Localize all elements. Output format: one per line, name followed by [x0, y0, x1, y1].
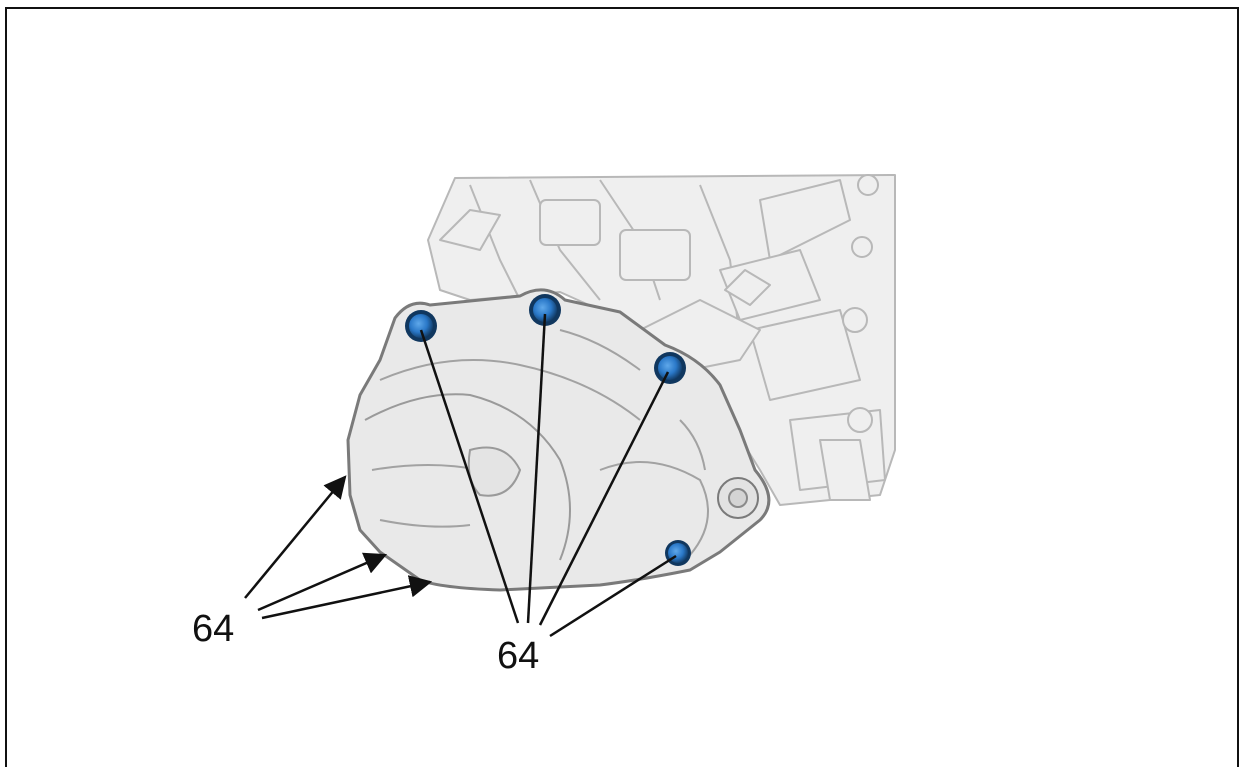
bolt-3: [654, 352, 686, 384]
leader-arrow-1: [244, 475, 347, 599]
leader-bolt-4: [549, 554, 677, 638]
transmission-case: [427, 174, 896, 506]
leader-bolt-3: [538, 371, 670, 626]
leader-arrow-2: [257, 552, 388, 612]
bolt-1: [405, 310, 437, 342]
bolt-2: [529, 294, 561, 326]
leader-bolt-1: [419, 329, 520, 624]
leader-lines-left: [244, 475, 433, 620]
leader-arrow-3: [261, 575, 433, 620]
leader-bolt-2: [526, 313, 547, 624]
callout-label-left: 64: [192, 608, 235, 650]
bolt-4: [665, 540, 691, 566]
diagram-frame: [5, 7, 1239, 767]
callout-label-right: 64: [497, 635, 540, 677]
leader-lines-right: [419, 313, 677, 638]
